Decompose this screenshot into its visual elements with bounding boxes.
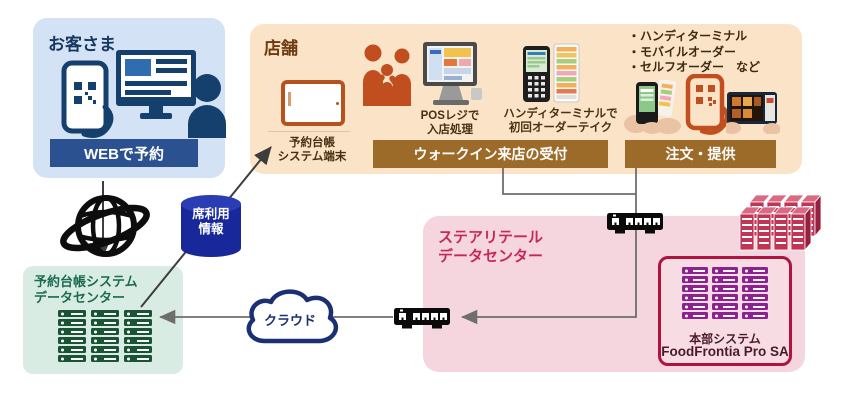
monitor-person-icon <box>116 50 226 138</box>
stea-dc-title: ステアリテール データセンター <box>438 229 544 265</box>
network-switch-top-icon <box>607 213 663 234</box>
seat-info-db-label: 席利用 情報 <box>192 207 230 236</box>
store-title: 店舗 <box>264 39 298 58</box>
hands-phone-icon <box>624 80 681 134</box>
cloud-label: クラウド <box>263 313 316 328</box>
server-rack-green <box>58 310 152 362</box>
web-reservation-banner: WEBで予約 <box>50 139 198 167</box>
reservation-tablet-label: 予約台帳 システム端末 <box>277 137 347 163</box>
family-icon <box>363 44 411 106</box>
order-tablet-icon <box>726 92 780 134</box>
customer-title: お客さま <box>48 35 116 54</box>
order-serve-banner: 注文・提供 <box>625 140 776 168</box>
order-method-item: ・セルフオーダー など <box>628 60 761 74</box>
hq-product-label: FoodFrontia Pro SA <box>661 344 789 359</box>
order-method-item: ・ハンディターミナル <box>628 29 748 43</box>
smartphone-qr-icon <box>61 60 114 138</box>
hq-system-box <box>658 256 792 366</box>
reservation-tablet-icon <box>281 80 345 126</box>
network-switch-left-icon <box>394 308 450 329</box>
order-methods-list: ・ハンディターミナル ・モバイルオーダー ・セルフオーダー など <box>628 29 760 76</box>
cloud-icon <box>246 289 339 344</box>
server-rack-purple <box>682 267 768 319</box>
rack-3d-icon <box>739 193 822 252</box>
pos-terminal-icon <box>423 42 482 105</box>
reservation-dc-title: 予約台帳システム データセンター <box>34 274 138 305</box>
qr-phone-icon <box>685 74 730 135</box>
pos-label: POSレジで 入店処理 <box>420 110 480 136</box>
line-walkin-join <box>502 168 636 195</box>
order-method-item: ・モバイルオーダー <box>628 44 737 59</box>
hq-system-label: 本部システム <box>689 332 761 346</box>
globe-icon <box>60 195 150 257</box>
handy-terminal-icon <box>523 43 580 103</box>
walkin-reception-banner: ウォークイン来店の受付 <box>373 140 608 168</box>
seat-info-db-icon <box>181 195 241 257</box>
handy-terminal-label: ハンディターミナルで 初回オーダーテイク <box>503 108 618 134</box>
tablet-shelf-line <box>268 131 350 132</box>
